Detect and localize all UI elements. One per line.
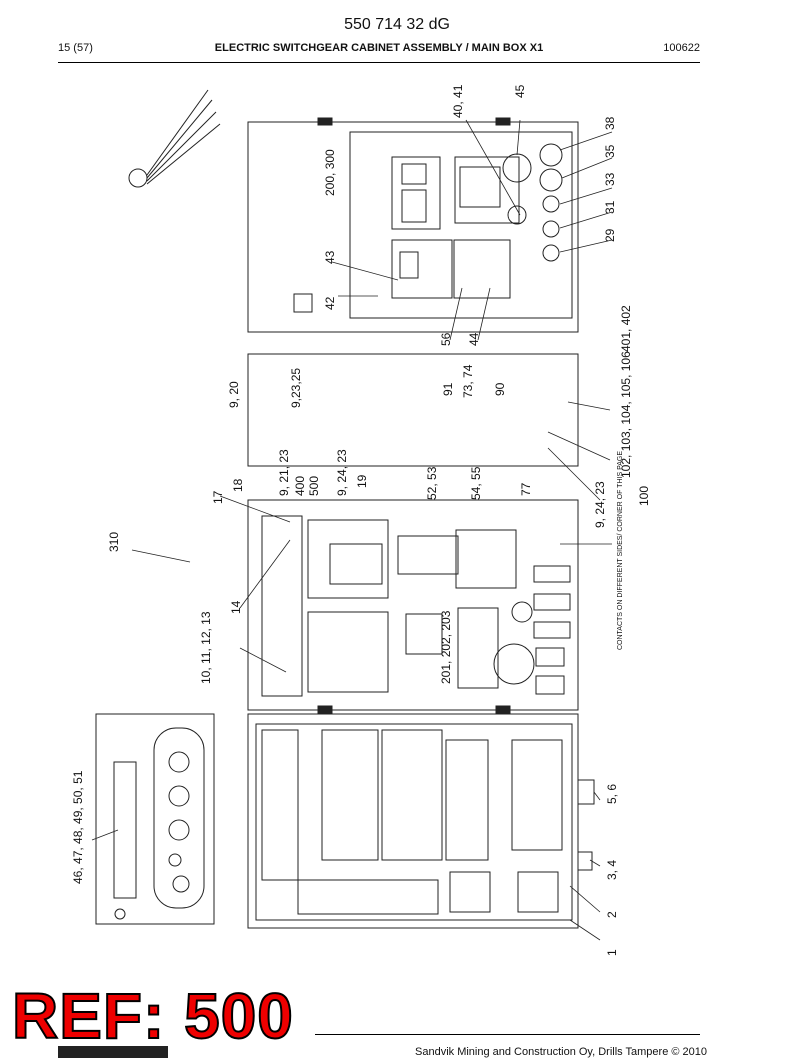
callout-17: 17: [211, 490, 225, 504]
callout-46-51: 46, 47, 48, 49, 50, 51: [71, 770, 85, 884]
callout-56: 56: [439, 332, 453, 346]
callout-54-55: 54, 55: [469, 466, 483, 500]
reference-stamp: REF: 500: [11, 980, 294, 1052]
document-number: 550 714 32 dG: [344, 16, 450, 33]
callout-45: 45: [513, 84, 527, 98]
callout-9-24-23-left: 9, 24, 23: [335, 449, 349, 496]
page-title: ELECTRIC SWITCHGEAR CABINET ASSEMBLY / M…: [214, 42, 544, 54]
callout-40-41: 40, 41: [451, 84, 465, 118]
callout-9-21-23: 9, 21, 23: [277, 449, 291, 496]
callout-42: 42: [323, 296, 337, 310]
panel-note: CONTACTS ON DIFFERENT SIDES/ CORNER OF T…: [617, 451, 624, 650]
document-code: 100622: [663, 42, 700, 54]
callout-2: 2: [605, 911, 619, 918]
leader-lines: [91, 119, 613, 941]
header-row: 15 (57) ELECTRIC SWITCHGEAR CABINET ASSE…: [58, 42, 700, 58]
footer-divider: [315, 1034, 700, 1035]
callout-43: 43: [323, 250, 337, 264]
callout-38: 38: [603, 116, 617, 130]
callout-52-53: 52, 53: [425, 466, 439, 500]
callout-5-6: 5, 6: [605, 784, 619, 804]
callout-500: 500: [307, 476, 321, 496]
callout-73-74: 73, 74: [461, 364, 475, 398]
callout-3-4: 3, 4: [605, 860, 619, 880]
callout-9-24-23-right: 9, 24, 23: [593, 481, 607, 528]
callout-35: 35: [603, 144, 617, 158]
callout-200-300: 200, 300: [323, 149, 337, 196]
callout-31: 31: [603, 200, 617, 214]
callout-100: 100: [637, 486, 651, 506]
callout-401-402: 401, 402: [619, 305, 633, 352]
footer-copyright: Sandvik Mining and Construction Oy, Dril…: [415, 1046, 707, 1058]
footer-logo: [58, 1046, 168, 1058]
inner-door-panel: [247, 499, 579, 711]
top-door-panel: [247, 117, 579, 333]
callout-18: 18: [231, 478, 245, 492]
callout-19: 19: [355, 474, 369, 488]
callout-1: 1: [605, 949, 619, 956]
callout-77: 77: [519, 482, 533, 496]
gland-plate-panel: [247, 353, 579, 467]
connector-detail: [128, 89, 221, 188]
callout-102-106: 102, 103, 104, 105, 106: [619, 351, 633, 478]
callout-201-203: 201, 202, 203: [439, 610, 453, 684]
callout-33: 33: [603, 172, 617, 186]
callout-91: 91: [441, 382, 455, 396]
header-divider: [58, 62, 700, 63]
mounting-plate: [247, 705, 595, 929]
callout-400: 400: [293, 476, 307, 496]
callout-44: 44: [467, 332, 481, 346]
callout-90: 90: [493, 382, 507, 396]
callout-310: 310: [107, 532, 121, 552]
page-number: 15 (57): [58, 42, 93, 54]
callout-29: 29: [603, 228, 617, 242]
callout-10-13: 10, 11, 12, 13: [199, 611, 213, 684]
callout-labels: 40, 41 45 38 35 33 31 29 200, 300 43 42 …: [71, 84, 651, 956]
terminal-strip-detail: [95, 713, 215, 925]
callout-9-20: 9, 20: [227, 381, 241, 408]
callout-14: 14: [229, 600, 243, 614]
callout-9-23-25: 9,23,25: [289, 368, 303, 408]
